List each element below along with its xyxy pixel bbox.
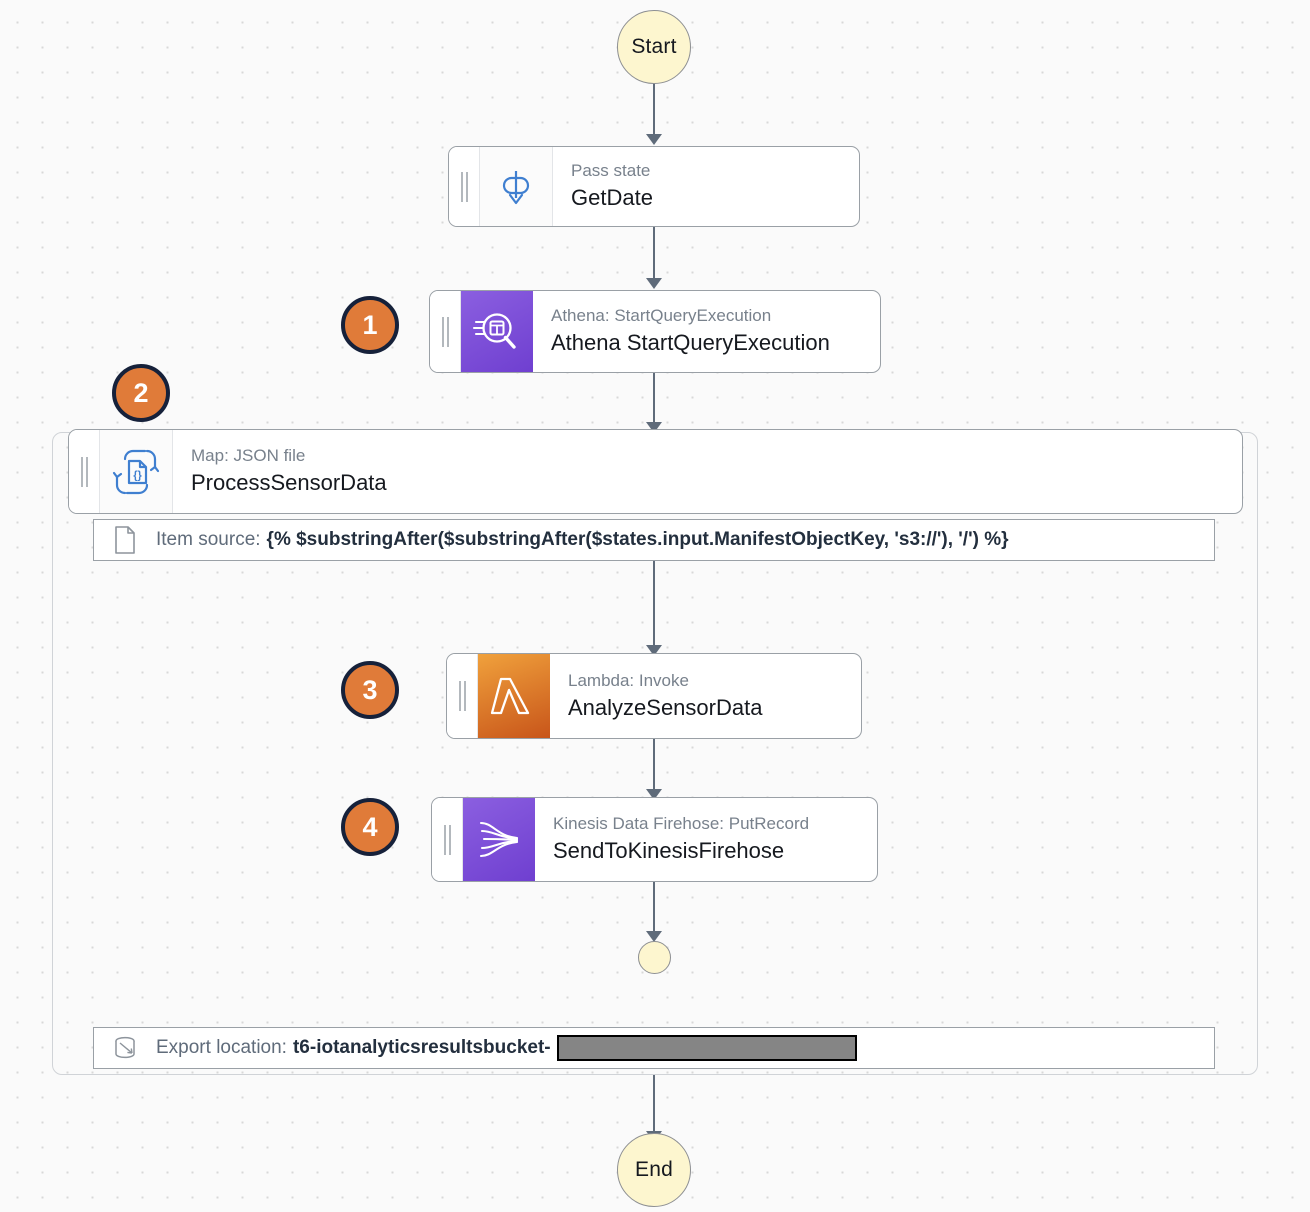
drag-handle[interactable] [432,798,463,881]
start-node[interactable]: Start [617,10,691,84]
drag-handle[interactable] [447,654,478,738]
state-title: SendToKinesisFirehose [553,838,785,864]
badge-4: 4 [341,798,399,856]
arrowhead-getdate [646,134,662,145]
state-labels: Athena: StartQueryExecution Athena Start… [533,291,880,372]
badge-2: 2 [112,364,170,422]
arrowhead-athena [646,278,662,289]
item-source-row[interactable]: Item source: {% $substringAfter($substri… [93,519,1215,561]
state-card-send-to-kinesis-firehose[interactable]: Kinesis Data Firehose: PutRecord SendToK… [431,797,878,882]
arrowhead-inner-end [646,931,662,942]
state-card-athena-start-query-execution[interactable]: Athena: StartQueryExecution Athena Start… [429,290,881,373]
state-title: Athena StartQueryExecution [551,330,830,356]
redacted-bucket-suffix [556,1035,857,1061]
map-state-icon: {} [100,430,173,513]
map-inner-end-node[interactable] [638,941,671,974]
kinesis-firehose-icon [463,798,535,881]
state-labels: Pass state GetDate [553,147,859,226]
state-labels: Kinesis Data Firehose: PutRecord SendToK… [535,798,877,881]
state-title: ProcessSensorData [191,470,387,496]
connector-map-to-lambda [653,561,655,653]
connector-athena-to-map [653,373,655,429]
state-labels: Map: JSON file ProcessSensorData [173,430,1242,513]
state-subtitle: Lambda: Invoke [568,670,689,690]
state-card-analyze-sensor-data[interactable]: Lambda: Invoke AnalyzeSensorData [446,653,862,739]
export-location-value: t6-iotanalyticsresultsbucket- [292,1037,551,1058]
state-subtitle: Athena: StartQueryExecution [551,306,772,326]
end-node[interactable]: End [617,1133,691,1207]
export-location-text: Export location: t6-iotanalyticsresultsb… [156,1035,857,1061]
badge-3: 3 [341,661,399,719]
state-subtitle: Kinesis Data Firehose: PutRecord [553,814,810,834]
state-subtitle: Pass state [571,161,651,181]
connector-map-to-end [653,1075,655,1143]
connector-getdate-to-athena [653,227,655,283]
export-location-label: Export location: [156,1037,287,1058]
connector-start-to-getdate [653,82,655,136]
arrowhead-lambda [646,645,662,656]
drag-handle[interactable] [69,430,100,513]
item-source-text: Item source: {% $substringAfter($substri… [156,529,1009,551]
drag-handle[interactable] [449,147,480,226]
drag-handle[interactable] [430,291,461,372]
athena-icon [461,291,533,372]
svg-text:{}: {} [133,469,142,481]
connector-firehose-to-inner-end [653,882,655,940]
item-source-value: {% $substringAfter($substringAfter($stat… [266,529,1009,550]
state-title: AnalyzeSensorData [568,694,763,720]
pass-state-icon [480,147,553,226]
badge-1: 1 [341,296,399,354]
state-title: GetDate [571,185,653,211]
s3-bucket-icon [94,1033,156,1063]
state-subtitle: Map: JSON file [191,446,306,466]
state-card-process-sensor-data[interactable]: {} Map: JSON file ProcessSensorData [68,429,1243,514]
lambda-icon [478,654,550,738]
start-label: Start [631,35,677,58]
end-label: End [635,1158,673,1181]
arrowhead-firehose [646,789,662,800]
item-source-label: Item source: [156,529,261,550]
connector-lambda-to-firehose [653,739,655,797]
file-icon [94,525,156,555]
export-location-row[interactable]: Export location: t6-iotanalyticsresultsb… [93,1027,1215,1069]
state-labels: Lambda: Invoke AnalyzeSensorData [550,654,861,738]
state-card-get-date[interactable]: Pass state GetDate [448,146,860,227]
arrowhead-map [646,422,662,433]
